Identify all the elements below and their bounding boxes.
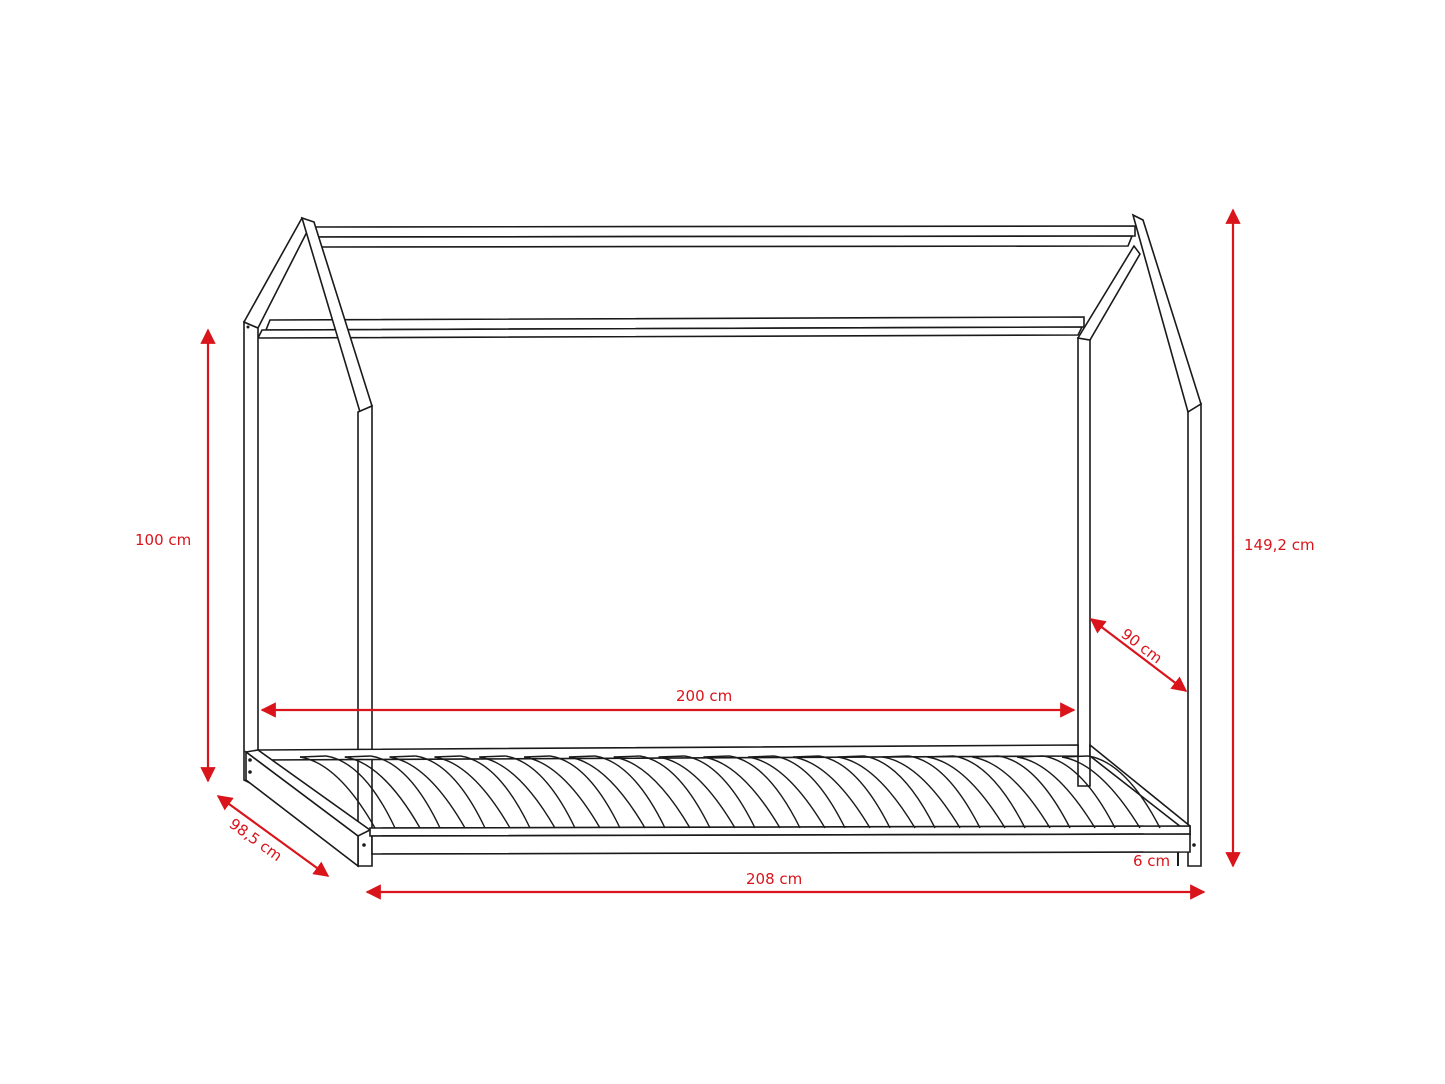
slat bbox=[1061, 756, 1141, 829]
slat bbox=[927, 756, 1006, 829]
slat-edge bbox=[1087, 755, 1161, 829]
slat-end bbox=[882, 755, 909, 758]
label-total-height: 149,2 cm bbox=[1244, 536, 1315, 554]
label-leg-height: 6 cm bbox=[1133, 852, 1170, 870]
slat-end bbox=[1017, 755, 1044, 758]
label-inner-width: 90 cm bbox=[1118, 625, 1166, 667]
slat-end bbox=[1061, 755, 1089, 758]
right-side-rail bbox=[1089, 743, 1191, 836]
slats-group bbox=[299, 755, 1161, 829]
bed-frame bbox=[242, 213, 1202, 868]
slat-end bbox=[927, 755, 954, 758]
label-total-length: 208 cm bbox=[746, 870, 802, 888]
slat-end bbox=[524, 755, 551, 758]
right-front-post bbox=[1187, 402, 1202, 867]
front-rail-face bbox=[371, 833, 1191, 855]
back-rail bbox=[257, 744, 1079, 761]
slat-edge bbox=[325, 755, 396, 829]
slat-end bbox=[703, 755, 730, 758]
bolt-hole bbox=[248, 758, 252, 762]
slat bbox=[344, 756, 421, 829]
slat-edge bbox=[550, 755, 621, 829]
slat-end bbox=[748, 755, 775, 758]
slat-end bbox=[299, 755, 327, 758]
slat-edge bbox=[818, 755, 891, 829]
slat bbox=[792, 756, 871, 829]
slat-edge bbox=[460, 755, 531, 829]
slat-end bbox=[613, 755, 640, 758]
right-back-post bbox=[1077, 337, 1091, 787]
slat bbox=[479, 756, 556, 829]
bolt-hole bbox=[246, 325, 250, 329]
ridge-beam-lower bbox=[314, 235, 1134, 248]
slat-edge bbox=[639, 755, 711, 829]
slat bbox=[613, 756, 691, 829]
dim-line-inner-width bbox=[1089, 618, 1188, 692]
slat-edge bbox=[998, 755, 1071, 829]
bolt-hole bbox=[1192, 843, 1196, 847]
slat bbox=[658, 756, 736, 829]
slat bbox=[434, 756, 511, 829]
bolt-hole bbox=[362, 843, 366, 847]
slat-edge bbox=[1043, 755, 1116, 829]
slat-edge bbox=[505, 755, 576, 829]
slat-end bbox=[344, 755, 371, 758]
slat bbox=[972, 756, 1051, 829]
label-inner-length: 200 cm bbox=[676, 687, 732, 705]
slat-edge bbox=[729, 755, 801, 829]
slat bbox=[299, 756, 376, 829]
slat-edge bbox=[863, 755, 936, 829]
right-back-rafter bbox=[1076, 244, 1141, 341]
slat-edge bbox=[415, 755, 486, 829]
dim-line-outer-width bbox=[216, 795, 330, 877]
slat bbox=[1017, 756, 1096, 829]
slat bbox=[703, 756, 781, 829]
slat-edge bbox=[908, 755, 981, 829]
slat-end bbox=[434, 755, 461, 758]
bolt-hole bbox=[248, 770, 252, 774]
slat-end bbox=[479, 755, 506, 758]
slat-edge bbox=[774, 755, 846, 829]
left-back-post bbox=[243, 320, 259, 789]
right-front-rafter bbox=[1131, 213, 1202, 414]
slat bbox=[882, 756, 961, 829]
slat bbox=[837, 756, 916, 829]
slat-end bbox=[972, 755, 999, 758]
slat-end bbox=[837, 755, 864, 758]
left-front-post bbox=[357, 404, 373, 867]
roof-side-beam-lower bbox=[256, 326, 1084, 339]
slat bbox=[389, 756, 466, 829]
slat bbox=[568, 756, 646, 829]
slat-end bbox=[793, 755, 820, 758]
slat bbox=[524, 756, 601, 829]
slat-end bbox=[568, 755, 595, 758]
slat-edge bbox=[684, 755, 756, 829]
slat-end bbox=[389, 755, 416, 758]
slat-edge bbox=[953, 755, 1026, 829]
left-back-rafter bbox=[242, 216, 314, 330]
dimension-lines bbox=[200, 208, 1241, 900]
slat-edge bbox=[594, 755, 666, 829]
slat-edge bbox=[370, 755, 441, 829]
slat bbox=[748, 756, 826, 829]
slat-end bbox=[658, 755, 685, 758]
label-headboard-height: 100 cm bbox=[135, 531, 191, 549]
